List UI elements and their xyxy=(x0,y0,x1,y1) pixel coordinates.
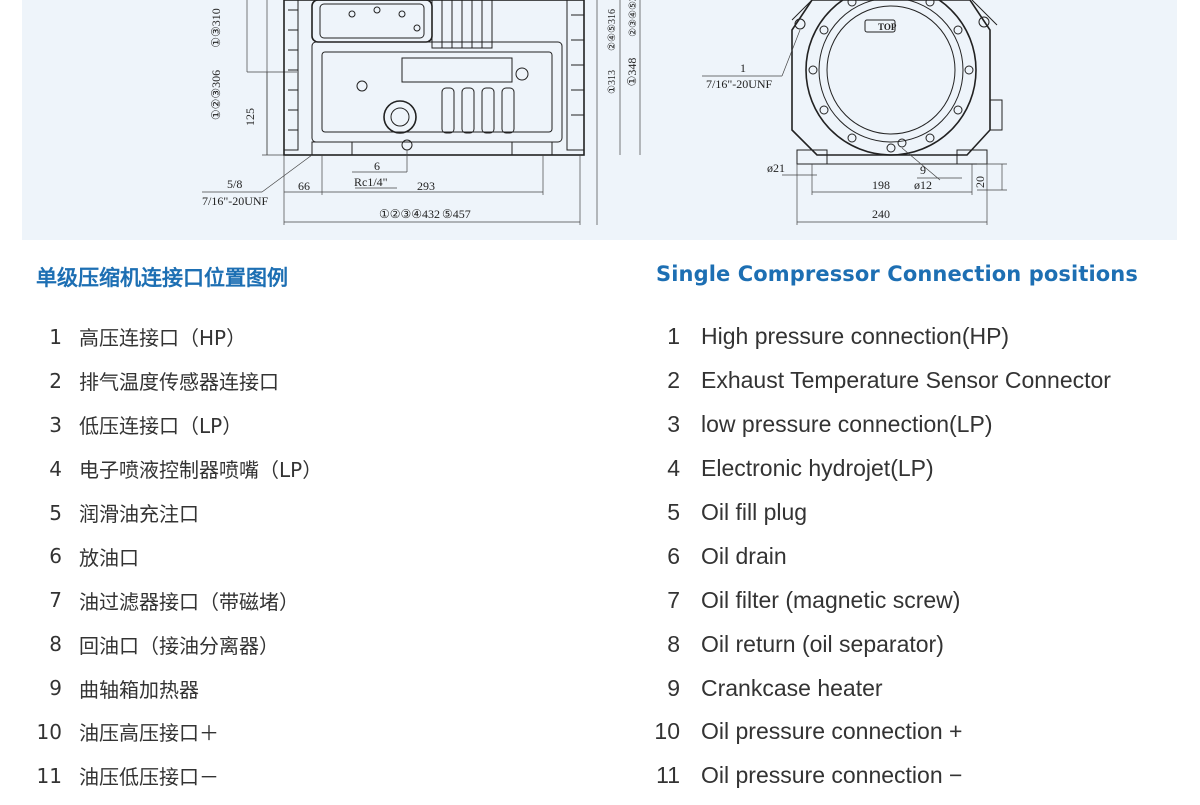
item-text: 油过滤器接口（带磁堵） xyxy=(79,589,299,614)
item-text: Oil pressure connection − xyxy=(701,762,963,789)
legend-heading-cn: 单级压缩机连接口位置图例 xyxy=(36,266,288,290)
list-item: 5 Oil fill plug xyxy=(645,491,1195,535)
list-item: 9 Crankcase heater xyxy=(645,666,1195,710)
legend-list-cn: 1 高压连接口（HP） 2 排气温度传感器连接口 3 低压连接口（LP） 4 电子喷液控… xyxy=(22,315,582,798)
dim-33x-label: ②③④⑤33 xyxy=(628,0,639,37)
item-text: Electronic hydrojet(LP) xyxy=(701,455,934,482)
item-number: 9 xyxy=(49,676,62,701)
item-number: 3 xyxy=(49,412,62,437)
front-view-drawing xyxy=(702,0,1007,225)
item-text: High pressure connection(HP) xyxy=(701,323,1010,350)
list-item: 11 油压低压接口－ xyxy=(22,754,582,798)
item-text: 回油口（接油分离器） xyxy=(79,633,279,658)
item-text: Oil drain xyxy=(701,542,787,569)
legend-list-en: 1 High pressure connection(HP) 2 Exhaust T… xyxy=(645,315,1195,798)
dim-21-label: ø21 xyxy=(767,161,785,175)
dim-66-label: 66 xyxy=(298,179,310,193)
item-text: 曲轴箱加热器 xyxy=(79,677,199,702)
item-text: Oil filter (magnetic screw) xyxy=(701,586,961,613)
list-item: 7 油过滤器接口（带磁堵） xyxy=(22,578,582,622)
legend-heading-en: Single Compressor Connection positions xyxy=(656,262,1138,286)
list-item: 10 油压高压接口＋ xyxy=(22,710,582,754)
list-item: 7 Oil filter (magnetic screw) xyxy=(645,578,1195,622)
item-number: 11 xyxy=(656,762,680,789)
item-number: 6 xyxy=(49,544,62,569)
technical-drawing-panel: ①③310 ①②③306 125 ②④⑤316 ①313 ②③④⑤33 ①348… xyxy=(22,0,1177,240)
item-text: 电子喷液控制器喷嘴（LP） xyxy=(79,458,323,483)
item-number: 3 xyxy=(667,411,680,438)
dim-6-label: 6 xyxy=(374,159,380,173)
item-text: 油压低压接口－ xyxy=(79,765,219,790)
dim-20-label: 20 xyxy=(973,176,987,188)
item-text: 高压连接口（HP） xyxy=(79,326,247,351)
item-number: 5 xyxy=(49,500,62,525)
list-item: 4 Electronic hydrojet(LP) xyxy=(645,447,1195,491)
item-number: 2 xyxy=(667,367,680,394)
front-unf-thread-label: 7/16"-20UNF xyxy=(706,77,773,91)
unf-thread-label: 7/16"-20UNF xyxy=(202,194,269,208)
dim-12-label: ø12 xyxy=(914,178,932,192)
dim-313-label: ①313 xyxy=(607,70,618,94)
list-item: 2 Exhaust Temperature Sensor Connector xyxy=(645,359,1195,403)
dim-293-label: 293 xyxy=(417,179,435,193)
dim-9-label: 9 xyxy=(920,163,926,177)
top-badge-label: TOP xyxy=(878,22,897,32)
compressor-drawing: ①③310 ①②③306 125 ②④⑤316 ①313 ②③④⑤33 ①348… xyxy=(202,0,1007,225)
dim-310-label: ①③310 xyxy=(209,8,223,48)
dim-58-label: 5/8 xyxy=(227,177,242,191)
dim-348-label: ①348 xyxy=(625,58,639,87)
item-text: Oil fill plug xyxy=(701,499,808,525)
item-text: Oil pressure connection + xyxy=(701,718,963,745)
dim-198-label: 198 xyxy=(872,178,890,192)
item-number: 4 xyxy=(667,455,680,482)
item-number: 2 xyxy=(49,368,62,393)
item-number: 11 xyxy=(36,763,62,788)
dim-316-label: ②④⑤316 xyxy=(607,9,618,51)
item-text: Exhaust Temperature Sensor Connector xyxy=(701,367,1111,394)
item-text: Crankcase heater xyxy=(701,674,883,701)
item-text: 低压连接口（LP） xyxy=(79,414,243,439)
item-number: 6 xyxy=(667,542,680,569)
item-text: Oil return (oil separator) xyxy=(701,630,944,657)
item-number: 1 xyxy=(667,323,680,350)
item-number: 5 xyxy=(667,499,680,525)
list-item: 11 Oil pressure connection − xyxy=(645,754,1195,798)
item-text: 油压高压接口＋ xyxy=(79,721,219,746)
dim-457-label: ⑤457 xyxy=(442,207,471,221)
dim-432-label: ①②③④432 xyxy=(379,207,440,221)
list-item: 6 Oil drain xyxy=(645,534,1195,578)
item-text: low pressure connection(LP) xyxy=(701,411,993,438)
item-number: 7 xyxy=(667,586,680,613)
dim-240-label: 240 xyxy=(872,207,890,221)
item-text: 放油口 xyxy=(79,545,139,570)
item-text: 排气温度传感器连接口 xyxy=(79,370,279,395)
dim-125-label: 125 xyxy=(243,108,257,126)
dim-306-label: ①②③306 xyxy=(209,70,223,120)
item-number: 10 xyxy=(36,719,62,744)
list-item: 9 曲轴箱加热器 xyxy=(22,666,582,710)
list-item: 6 放油口 xyxy=(22,534,582,578)
item-number: 10 xyxy=(654,718,680,745)
list-item: 10 Oil pressure connection + xyxy=(645,710,1195,754)
list-item: 4 电子喷液控制器喷嘴（LP） xyxy=(22,447,582,491)
item-number: 1 xyxy=(49,324,62,349)
list-item: 8 Oil return (oil separator) xyxy=(645,622,1195,666)
item-number: 9 xyxy=(667,674,680,701)
dim-1-label: 1 xyxy=(740,61,746,75)
rc-thread-label: Rc1/4" xyxy=(354,175,388,189)
list-item: 1 High pressure connection(HP) xyxy=(645,315,1195,359)
list-item: 1 高压连接口（HP） xyxy=(22,315,582,359)
list-item: 3 low pressure connection(LP) xyxy=(645,403,1195,447)
list-item: 8 回油口（接油分离器） xyxy=(22,622,582,666)
item-text: 润滑油充注口 xyxy=(79,502,199,526)
list-item: 2 排气温度传感器连接口 xyxy=(22,359,582,403)
item-number: 4 xyxy=(49,456,62,481)
item-number: 7 xyxy=(49,588,62,613)
item-number: 8 xyxy=(667,630,680,657)
list-item: 5 润滑油充注口 xyxy=(22,491,582,535)
side-view-drawing xyxy=(202,0,641,225)
item-number: 8 xyxy=(49,632,62,657)
list-item: 3 低压连接口（LP） xyxy=(22,403,582,447)
